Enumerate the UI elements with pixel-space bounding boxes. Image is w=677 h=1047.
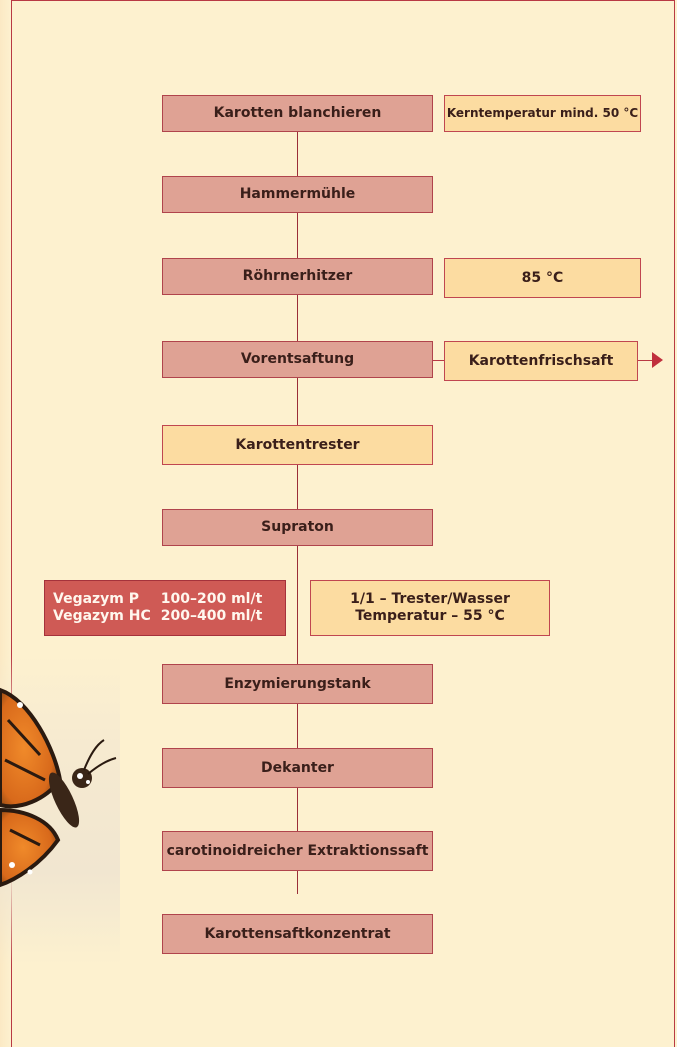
step-extraktionssaft: carotinoidreicher Extraktionssaft xyxy=(162,831,433,871)
enzyme-list: Vegazym P 100–200 ml/t Vegazym HC 200–40… xyxy=(45,591,262,625)
enzyme-dose: 200–400 ml/t xyxy=(161,608,263,625)
note-temperature-text: Temperatur – 55 °C xyxy=(355,608,505,625)
step-dekanter: Dekanter xyxy=(162,748,433,788)
step-hammermuehle: Hammermühle xyxy=(162,176,433,213)
enzyme-name: Vegazym P xyxy=(53,591,151,608)
butterfly-illustration xyxy=(0,660,120,890)
connector-vorentsaftung-frischsaft xyxy=(432,360,444,361)
enzyme-dosage-box: Vegazym P 100–200 ml/t Vegazym HC 200–40… xyxy=(44,580,286,636)
step-supraton: Supraton xyxy=(162,509,433,546)
step-enzymierungstank: Enzymierungstank xyxy=(162,664,433,704)
note-kerntemperatur: Kerntemperatur mind. 50 °C xyxy=(444,95,641,132)
note-ratio-text: 1/1 – Trester/Wasser xyxy=(350,591,510,608)
step-vorentsaftung: Vorentsaftung xyxy=(162,341,433,378)
arrow-right-icon xyxy=(652,352,663,368)
step-roehrnerhitzer: Röhrnerhitzer xyxy=(162,258,433,295)
enzyme-name: Vegazym HC xyxy=(53,608,151,625)
step-karottensaftkonzentrat: Karottensaftkonzentrat xyxy=(162,914,433,954)
note-85-grad: 85 °C xyxy=(444,258,641,298)
step-karottentrester: Karottentrester xyxy=(162,425,433,465)
enzyme-dose: 100–200 ml/t xyxy=(161,591,263,608)
step-karotten-blanchieren: Karotten blanchieren xyxy=(162,95,433,132)
note-trester-wasser: 1/1 – Trester/Wasser Temperatur – 55 °C xyxy=(310,580,550,636)
note-karottenfrischsaft: Karottenfrischsaft xyxy=(444,341,638,381)
